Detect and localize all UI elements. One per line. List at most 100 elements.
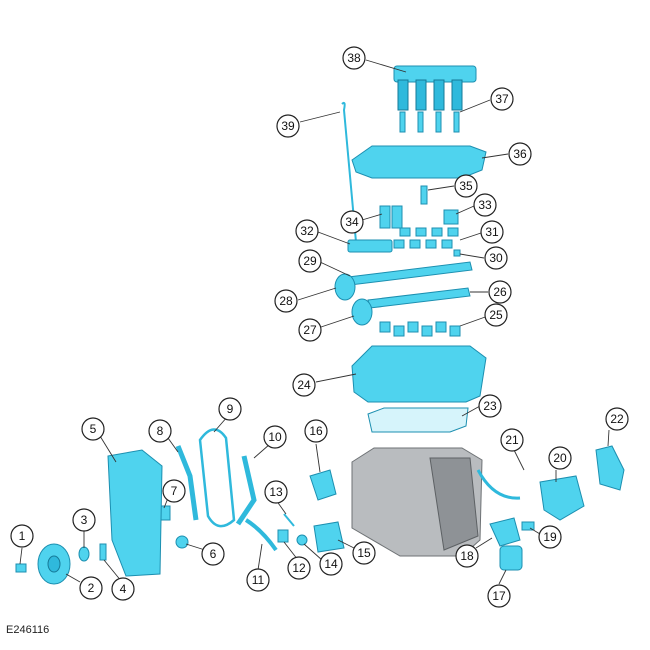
part-20 [539,475,585,521]
engine-mount [313,521,345,553]
callout-31: 31 [480,220,504,244]
callout-5: 5 [81,417,105,441]
callout-32: 32 [295,219,319,243]
svg-text:33: 33 [478,198,492,212]
tensioner-arm [235,455,257,526]
valve-lifters [379,321,461,337]
crank-sprocket [175,535,189,549]
callout-35: 35 [454,174,478,198]
svg-text:25: 25 [489,308,503,322]
callout-34: 34 [340,210,364,234]
callout-13: 13 [264,480,288,504]
callout-14: 14 [319,552,343,576]
svg-text:18: 18 [460,549,474,563]
part-4 [99,543,107,561]
svg-text:22: 22 [610,412,624,426]
parts-layer [15,65,625,585]
callout-39: 39 [276,114,300,138]
callout-9: 9 [218,397,242,421]
callout-23: 23 [478,394,502,418]
brackets [379,205,403,229]
callout-38: 38 [342,46,366,70]
callout-19: 19 [538,525,562,549]
svg-text:11: 11 [252,573,265,587]
svg-text:24: 24 [297,378,311,392]
svg-text:8: 8 [157,424,164,438]
svg-text:31: 31 [485,225,499,239]
svg-text:9: 9 [227,402,234,416]
callout-16: 16 [304,419,328,443]
callout-17: 17 [487,584,511,608]
part-16 [309,469,337,501]
timing-chain [198,428,236,528]
callout-26: 26 [488,280,512,304]
callout-2: 2 [79,576,103,600]
callout-36: 36 [508,142,532,166]
ignition-coils [393,65,477,111]
chain-guide-upper [175,445,199,521]
crank-pulley-hub [47,555,61,573]
part-19 [521,521,535,531]
callout-10: 10 [263,425,287,449]
part-14 [296,534,308,546]
callout-15: 15 [352,541,376,565]
svg-text:3: 3 [81,513,88,527]
callout-12: 12 [287,556,311,580]
part-12 [277,529,289,543]
svg-text:12: 12 [292,561,306,575]
part-33 [443,209,459,225]
svg-text:14: 14 [324,557,338,571]
callout-27: 27 [298,318,322,342]
svg-text:20: 20 [553,451,567,465]
cylinder-head [351,345,487,403]
pcv-tube [476,469,521,500]
cam-gear-exhaust [351,298,373,326]
callout-11: 11 [246,568,270,592]
dipstick [341,101,357,243]
callout-20: 20 [548,446,572,470]
callout-4: 4 [111,577,135,601]
svg-text:23: 23 [483,399,497,413]
svg-text:38: 38 [347,51,361,65]
valve-cover [351,145,487,179]
svg-text:29: 29 [303,254,317,268]
callout-22: 22 [605,407,629,431]
sensor [420,185,428,205]
callout-6: 6 [201,542,225,566]
callout-29: 29 [298,249,322,273]
callout-1: 1 [10,524,34,548]
callout-18: 18 [455,544,479,568]
crank-bolt [15,563,27,573]
figure-id-label: E246116 [6,624,50,636]
crank-seal [78,546,90,562]
svg-text:2: 2 [88,581,95,595]
svg-text:34: 34 [345,215,359,229]
oil-filter-adapter [489,517,521,547]
callout-33: 33 [473,193,497,217]
svg-text:15: 15 [357,546,371,560]
svg-text:21: 21 [505,433,519,447]
svg-text:39: 39 [281,119,295,133]
callout-30: 30 [484,246,508,270]
svg-text:6: 6 [210,547,217,561]
svg-text:28: 28 [279,294,293,308]
callout-24: 24 [292,373,316,397]
oil-filter [499,545,523,571]
svg-text:7: 7 [171,484,178,498]
part-13 [283,513,295,527]
chain-guide-lower [244,518,278,552]
svg-text:16: 16 [309,424,323,438]
engine-block-side [429,457,479,551]
svg-text:13: 13 [269,485,283,499]
leader-lines [19,59,610,585]
callouts: 38 37 36 39 35 34 33 32 31 30 29 26 28 2… [10,46,629,608]
callout-21: 21 [500,428,524,452]
camshaft-exhaust [367,287,471,309]
callout-37: 37 [490,87,514,111]
rear-seal [595,445,625,491]
timing-cover [107,449,163,577]
callout-25: 25 [484,303,508,327]
callout-8: 8 [148,419,172,443]
svg-text:32: 32 [300,224,314,238]
